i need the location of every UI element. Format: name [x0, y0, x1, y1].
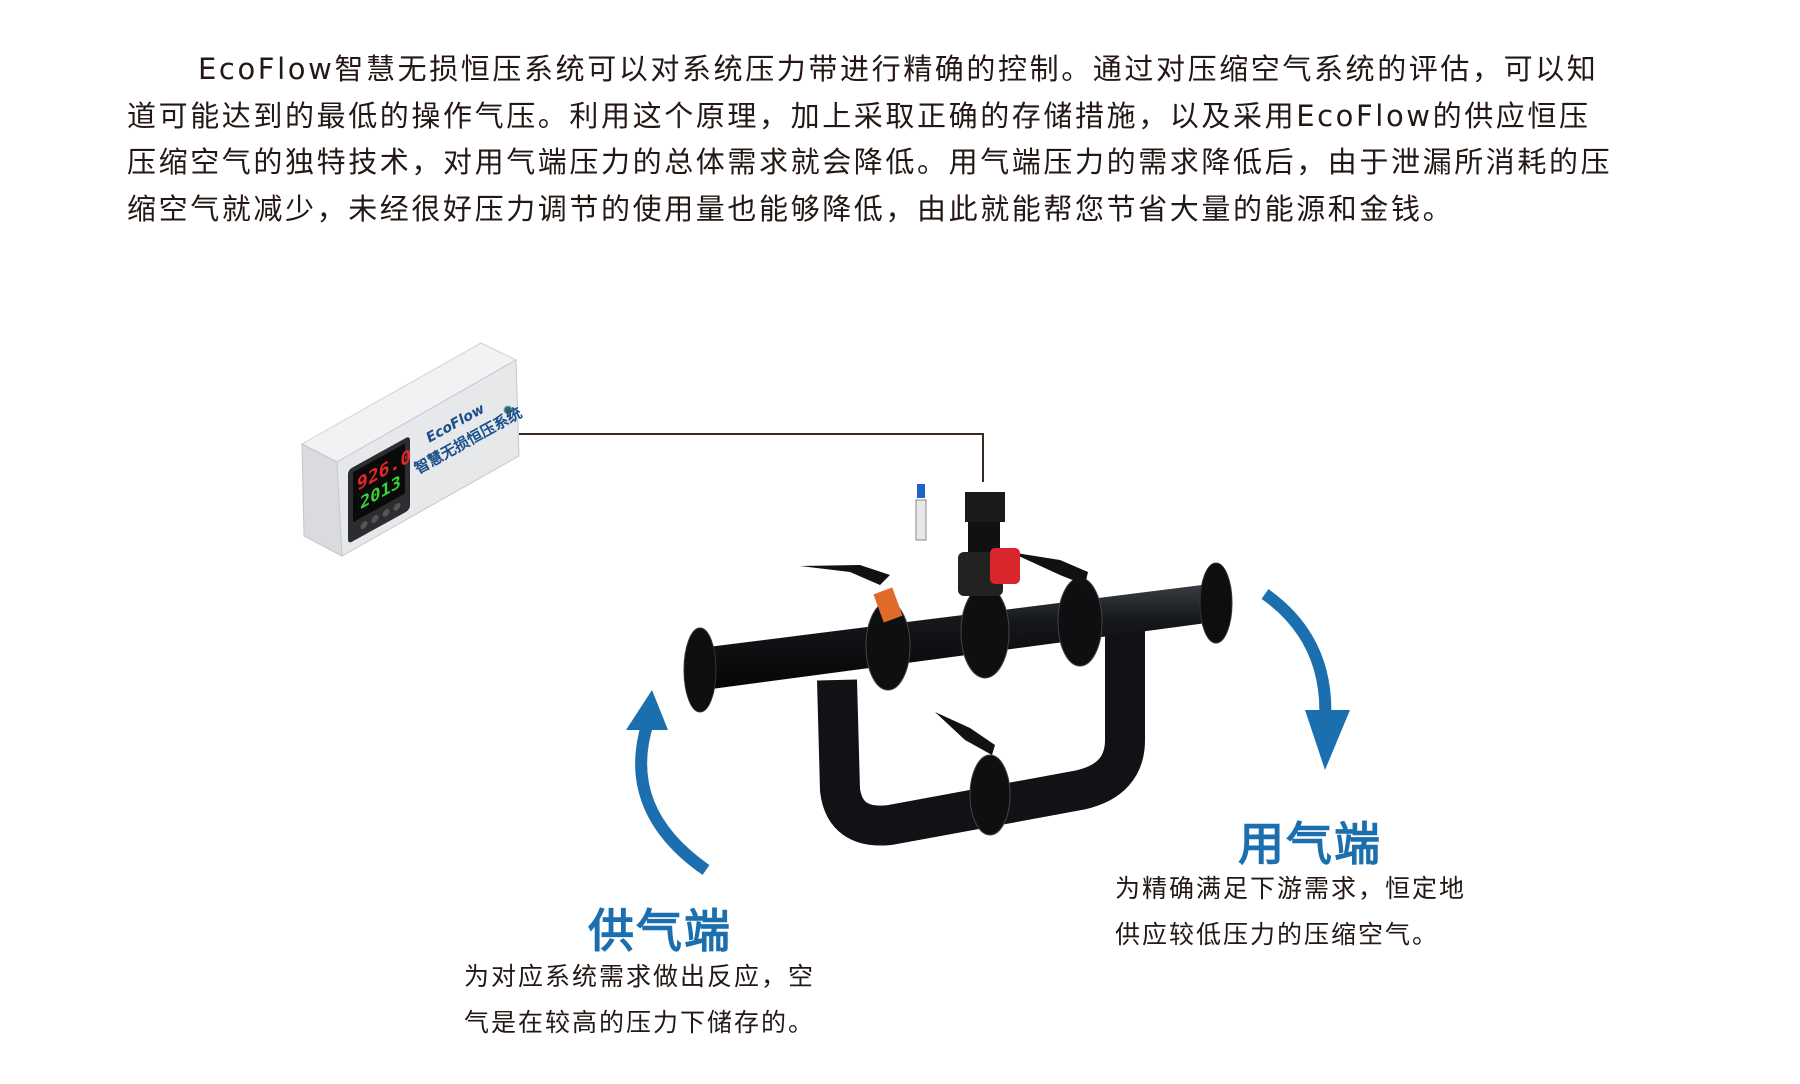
supply-arrow-icon	[626, 690, 710, 875]
valve-flange	[800, 565, 911, 691]
supply-desc-line: 为对应系统需求做出反应，空	[464, 962, 816, 991]
demand-desc-line: 供应较低压力的压缩空气。	[1115, 920, 1440, 949]
intro-line: 道可能达到的最低的操作气压。利用这个原理，加上采取正确的存储措施，以及采用Eco…	[127, 98, 1591, 133]
pipe-assembly	[683, 484, 1233, 846]
demand-description: 为精确满足下游需求，恒定地 供应较低压力的压缩空气。	[1115, 866, 1466, 958]
outlet-flange	[1199, 562, 1233, 644]
intro-line: 缩空气就减少，未经很好压力调节的使用量也能够降低，由此就能帮您节省大量的能源和金…	[127, 191, 1455, 226]
demand-arrow-icon	[1261, 589, 1350, 770]
controller-box: 926.0 2013 EcoFlow 智慧无损恒压系统	[300, 342, 525, 557]
inlet-flange	[683, 627, 717, 713]
indicator-light-icon	[503, 405, 513, 415]
supply-desc-line: 气是在较高的压力下储存的。	[464, 1008, 816, 1037]
demand-title: 用气端	[1238, 817, 1382, 871]
supply-title: 供气端	[588, 904, 732, 958]
intro-line: EcoFlow智慧无损恒压系统可以对系统压力带进行精确的控制。通过对压缩空气系统…	[198, 52, 1599, 86]
signal-cable	[519, 433, 984, 482]
valve-flange	[960, 585, 1010, 679]
valve-actuator	[915, 484, 1020, 596]
intro-paragraph: EcoFlow智慧无损恒压系统可以对系统压力带进行精确的控制。通过对压缩空气系统…	[127, 46, 1707, 232]
valve-flange	[935, 712, 1011, 836]
demand-desc-line: 为精确满足下游需求，恒定地	[1115, 874, 1467, 903]
supply-description: 为对应系统需求做出反应，空 气是在较高的压力下储存的。	[464, 954, 815, 1046]
intro-line: 压缩空气的独特技术，对用气端压力的总体需求就会降低。用气端压力的需求降低后，由于…	[127, 145, 1613, 179]
valve-flange	[1010, 552, 1103, 667]
